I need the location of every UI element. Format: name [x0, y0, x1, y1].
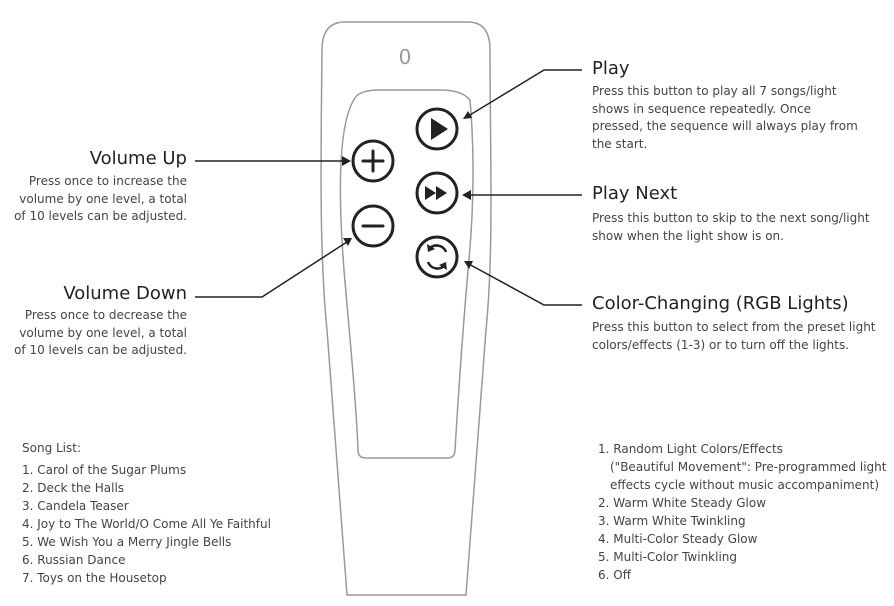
play-leader-line — [464, 69, 582, 119]
effect-item: 4. Multi-Color Steady Glow — [598, 532, 758, 546]
effect-item: 3. Warm White Twinkling — [598, 514, 746, 528]
volume-up-arrowhead — [342, 156, 351, 166]
color-changing-arrowhead — [464, 261, 473, 269]
volume-down-description: Press once to decrease the volume by one… — [14, 308, 187, 357]
color-changing-leader-line — [466, 262, 582, 306]
play-arrowhead — [463, 111, 472, 119]
song-item: 5. We Wish You a Merry Jingle Bells — [22, 535, 232, 549]
play-next-button[interactable] — [415, 171, 459, 215]
song-item: 2. Deck the Halls — [22, 481, 125, 495]
color-changing-button[interactable] — [415, 235, 459, 279]
volume-down-leader-line — [195, 239, 351, 298]
play-title: Play — [592, 58, 630, 79]
volume-up-description: Press once to increase the volume by one… — [14, 174, 187, 223]
light-effects-list: 1. Random Light Colors/Effects ("Beautif… — [598, 440, 886, 584]
effect-item: 6. Off — [598, 568, 631, 582]
effect-note: ("Beautiful Movement": Pre-programmed li… — [610, 460, 887, 474]
song-item: 4. Joy to The World/O Come All Ye Faithf… — [22, 517, 271, 531]
play-next-description: Press this button to skip to the next so… — [592, 211, 870, 243]
volume-up-title: Volume Up — [89, 148, 187, 169]
color-changing-description: Press this button to select from the pre… — [592, 320, 876, 352]
remote-button-panel — [339, 89, 474, 459]
play-next-arrowhead — [462, 190, 471, 200]
effect-note: effects cycle without music accompanimen… — [610, 478, 880, 492]
cycle-icon — [426, 244, 448, 270]
play-button[interactable] — [415, 107, 459, 151]
play-next-title: Play Next — [592, 183, 678, 204]
effect-item: 5. Multi-Color Twinkling — [598, 550, 738, 564]
plus-icon — [361, 149, 385, 173]
effect-item: 2. Warm White Steady Glow — [598, 496, 767, 510]
led-indicator: 0 — [399, 45, 412, 69]
song-list-heading: Song List: — [22, 441, 82, 455]
song-item: 6. Russian Dance — [22, 553, 126, 567]
color-changing-title: Color-Changing (RGB Lights) — [592, 293, 849, 314]
volume-down-button[interactable] — [351, 204, 395, 248]
remote-outline — [320, 21, 492, 596]
play-description: Press this button to play all 7 songs/li… — [592, 84, 858, 151]
song-item: 7. Toys on the Housetop — [22, 571, 167, 585]
song-item: 3. Candela Teaser — [22, 499, 129, 513]
effect-item: 1. Random Light Colors/Effects — [598, 442, 783, 456]
song-item: 1. Carol of the Sugar Plums — [22, 463, 187, 477]
volume-down-arrowhead — [343, 238, 352, 246]
volume-up-button[interactable] — [351, 139, 395, 183]
fast-forward-icon — [425, 186, 447, 200]
volume-down-title: Volume Down — [63, 283, 187, 304]
play-icon — [431, 118, 448, 140]
song-list: 1. Carol of the Sugar Plums 2. Deck the … — [22, 461, 271, 587]
